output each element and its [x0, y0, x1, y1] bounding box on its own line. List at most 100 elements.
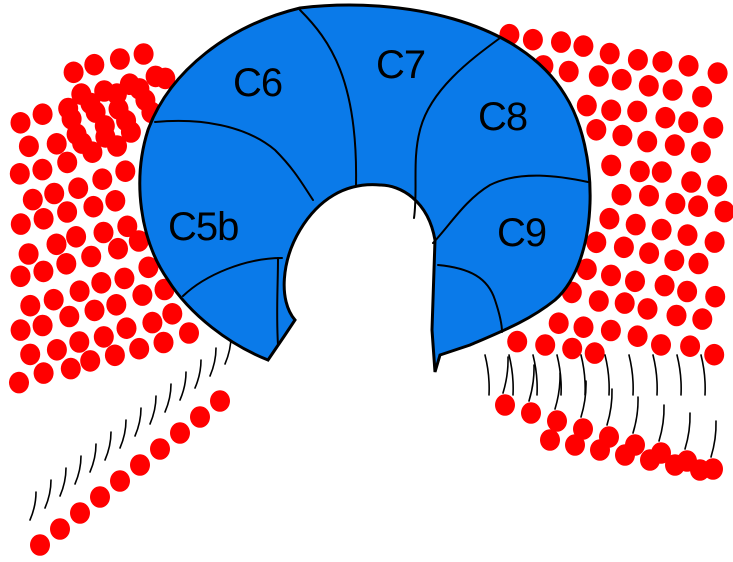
lipid-head: [540, 429, 560, 451]
lipid-head: [150, 438, 170, 460]
lipid-head: [11, 319, 31, 341]
lipid-head: [117, 317, 137, 339]
lipid-head: [614, 237, 634, 259]
lipid-head: [109, 98, 129, 120]
lipid-head: [130, 454, 150, 476]
lipid-head: [521, 402, 541, 424]
lipid-head: [47, 133, 67, 155]
lipid-head: [105, 190, 125, 212]
lipid-head: [704, 344, 724, 366]
lipid-head: [639, 185, 659, 207]
lipid-head: [69, 331, 89, 353]
lipid-head: [120, 73, 140, 95]
lipid-tail: [90, 444, 96, 472]
lipid-head: [110, 470, 130, 492]
lipid-head: [33, 103, 53, 125]
lipid-head: [68, 177, 88, 199]
lipid-head: [678, 224, 698, 246]
label-c7: C7: [376, 43, 425, 87]
lipid-head: [134, 43, 154, 65]
lipid-head: [129, 338, 149, 360]
lipid-head: [612, 184, 632, 206]
lipid-head: [85, 300, 105, 322]
lipid-head: [630, 161, 650, 183]
pore-ring-body: [140, 5, 590, 372]
lipid-head: [651, 334, 671, 356]
lipid-head: [652, 219, 672, 241]
lipid-tail: [677, 355, 681, 395]
label-c8: C8: [478, 95, 527, 139]
lipid-head: [91, 272, 111, 294]
lipid-tail: [685, 413, 690, 449]
label-c9: C9: [497, 211, 546, 255]
lipid-head: [665, 193, 685, 215]
lipid-head: [95, 126, 115, 148]
lipid-head: [115, 160, 135, 182]
lipid-head: [692, 308, 712, 330]
lipid-head: [705, 286, 725, 308]
lipid-head: [612, 69, 632, 91]
lipid-head: [652, 161, 672, 183]
lipid-tail: [485, 355, 489, 395]
lipid-tail: [210, 348, 216, 376]
lipid-tail: [701, 355, 705, 395]
lipid-head: [652, 51, 672, 73]
lipid-head: [586, 119, 606, 141]
lipid-head: [574, 316, 594, 338]
lipid-head: [19, 243, 39, 265]
lipid-head: [106, 294, 126, 316]
lipid-head: [47, 339, 67, 361]
lipid-head: [81, 246, 101, 268]
lipid-head: [615, 292, 635, 314]
lipid-head: [715, 201, 733, 223]
lipid-head: [11, 266, 31, 288]
lipid-head: [72, 132, 92, 154]
lipid-head: [20, 295, 40, 317]
lipid-head: [601, 100, 621, 122]
lipid-head: [703, 117, 723, 139]
lipid-head: [84, 54, 104, 76]
lipid-head: [601, 265, 621, 287]
lipid-head: [681, 171, 701, 193]
lipid-head: [601, 155, 621, 177]
lipid-head: [626, 214, 646, 236]
lipid-head: [655, 275, 675, 297]
lipid-head: [664, 249, 684, 271]
lipid-head: [692, 86, 712, 108]
lipid-head: [179, 322, 199, 344]
lipid-head: [559, 61, 579, 83]
lipid-head: [94, 326, 114, 348]
lipid-head: [665, 134, 685, 156]
lipid-head: [66, 226, 86, 248]
lipid-head: [135, 89, 155, 111]
lipid-head: [105, 345, 125, 367]
lipid-head: [83, 196, 103, 218]
lipid-head: [50, 518, 70, 540]
lipid-head: [56, 253, 76, 275]
lipid-head: [162, 303, 182, 325]
lipid-head: [33, 315, 53, 337]
lipid-head: [62, 108, 82, 130]
lipid-head: [90, 486, 110, 508]
lipid-head: [705, 231, 725, 253]
lipid-head: [11, 112, 31, 134]
lipid-tail: [60, 468, 66, 496]
lipid-head: [23, 189, 43, 211]
lipid-head: [59, 306, 79, 328]
lipid-head: [638, 298, 658, 320]
lipid-tail: [165, 384, 171, 412]
lipid-head: [86, 101, 106, 123]
lipid-head: [589, 65, 609, 87]
lipid-tail: [120, 420, 126, 448]
lipid-head: [628, 49, 648, 71]
lipid-tail: [105, 432, 111, 460]
lipid-head: [689, 253, 709, 275]
lipid-head: [640, 449, 660, 471]
lipid-tail: [605, 355, 609, 395]
lipid-head: [30, 534, 50, 556]
lipid-head: [590, 439, 610, 461]
lipid-tail: [555, 373, 560, 409]
lipid-tail: [45, 480, 51, 508]
lipid-head: [678, 111, 698, 133]
